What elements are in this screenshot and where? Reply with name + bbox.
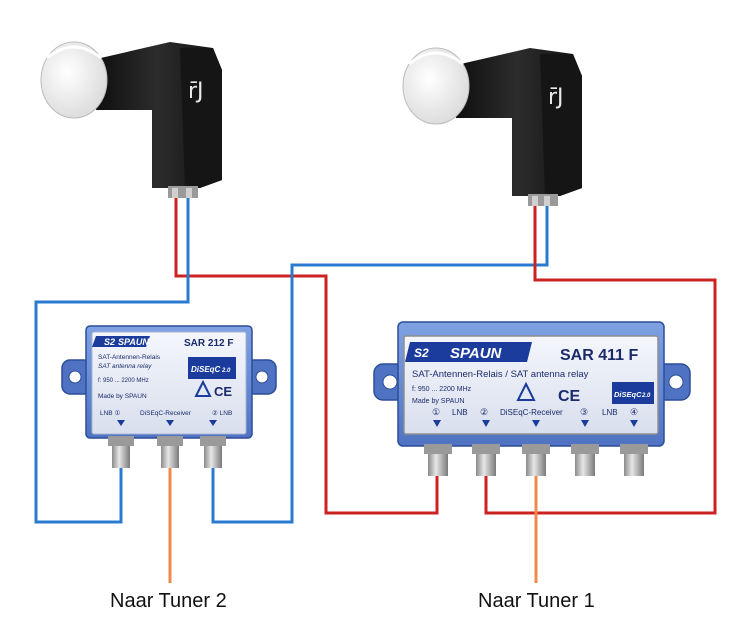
f-connector	[472, 444, 500, 476]
switch-small-diseqc: DiSEqC	[191, 365, 221, 374]
switch-large-port-4: ④	[630, 407, 638, 417]
caption-tuner-1: Naar Tuner 1	[478, 590, 595, 612]
switch-small-port-mid: DiSEqC-Receiver	[140, 410, 192, 417]
switch-small-logo-mark: S2	[104, 337, 115, 347]
switch-large-ce: CE	[558, 388, 581, 405]
switch-large-diseqc: DiSEqC	[614, 390, 642, 399]
switch-large-port-3: ③	[580, 407, 588, 417]
lnb-2-logo: r̄J	[548, 85, 564, 110]
switch-small-line1: SAT-Antennen-Relais	[98, 354, 161, 361]
switch-small-line2: SAT antenna relay	[98, 363, 152, 370]
switch-small-ce: CE	[214, 384, 232, 399]
switch-sar-411: S2 SPAUN SAR 411 F SAT-Antennen-Relais /…	[374, 322, 690, 476]
switch-large-made-by: Made by SPAUN	[412, 398, 464, 405]
switch-large-brand: SPAUN	[450, 345, 503, 362]
switch-large-line1: SAT-Antennen-Relais / SAT antenna relay	[412, 369, 589, 380]
f-connector	[200, 436, 226, 468]
lnb-1-logo: r̄J	[188, 79, 204, 104]
f-connector	[424, 444, 452, 476]
switch-small-made-by: Made by SPAUN	[98, 393, 147, 400]
f-connector	[108, 436, 134, 468]
switch-small-port-right: ② LNB	[212, 409, 232, 417]
switch-large-port-1: ①	[432, 407, 440, 417]
switch-large-logo-mark: S2	[414, 346, 429, 360]
f-connector	[571, 444, 599, 476]
f-connector	[522, 444, 550, 476]
switch-large-freq: f: 950 ... 2200 MHz	[412, 386, 472, 393]
switch-small-freq: f: 950 ... 2200 MHz	[98, 378, 149, 384]
switch-large-lnb-b: LNB	[602, 408, 618, 417]
switch-small-brand: SPAUN	[118, 337, 149, 347]
caption-tuner-2: Naar Tuner 2	[110, 590, 227, 612]
lnb-1: r̄J	[41, 42, 222, 198]
switch-sar-212: S2 SPAUN SAR 212 F SAT-Antennen-Relais S…	[62, 326, 276, 468]
switch-large-port-mid: DiSEqC-Receiver	[500, 408, 563, 417]
switch-large-lnb-a: LNB	[452, 408, 468, 417]
lnb-2: r̄J	[403, 48, 582, 206]
switch-small-port-left: LNB ①	[100, 409, 120, 417]
f-connector	[157, 436, 183, 468]
switch-small-diseqc-ver: 2.0	[221, 368, 231, 374]
switch-large-model: SAR 411 F	[560, 347, 638, 364]
switch-large-diseqc-ver: 2.0	[641, 393, 651, 399]
switch-large-port-2: ②	[480, 407, 488, 417]
f-connector	[620, 444, 648, 476]
switch-small-model: SAR 212 F	[184, 338, 233, 349]
